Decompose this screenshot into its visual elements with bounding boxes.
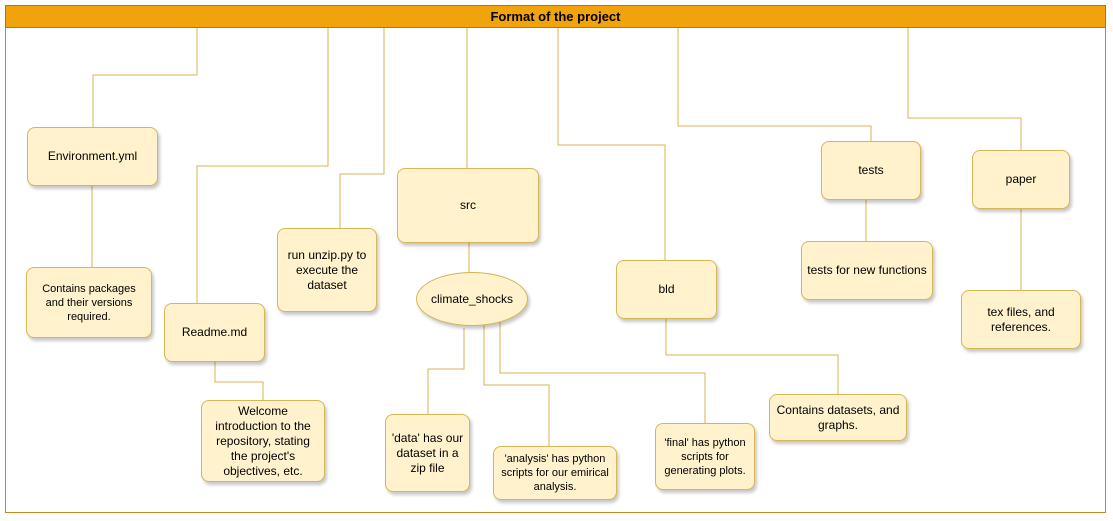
environment-yml-node: Environment.yml (27, 127, 158, 186)
edge-title-unzip (339, 28, 385, 228)
readme-description-node: Welcome introduction to the repository, … (201, 400, 325, 482)
tests-description-node: tests for new functions (801, 241, 933, 300)
diagram-title: Format of the project (5, 5, 1106, 28)
bld-description-node: Contains datasets, and graphs. (769, 394, 907, 441)
paper-description-node: tex files, and references. (961, 290, 1081, 349)
src-node: src (397, 168, 539, 243)
environment-description-node: Contains packages and their versions req… (26, 267, 152, 338)
edge-readme-desc (214, 362, 264, 400)
edge-title-tests (677, 28, 872, 141)
edge-title-readme (196, 28, 329, 303)
edge-climate-analysis (483, 325, 550, 446)
edge-title-environment (92, 28, 198, 127)
edge-bld-desc (665, 319, 839, 394)
edge-climate-data (427, 328, 465, 414)
bld-node: bld (616, 260, 717, 319)
tests-node: tests (821, 141, 921, 200)
edge-climate-final (499, 322, 706, 423)
unzip-node: run unzip.py to execute the dataset (277, 228, 377, 312)
edge-title-bld (557, 28, 666, 260)
readme-node: Readme.md (164, 303, 265, 362)
paper-node: paper (972, 150, 1070, 209)
final-folder-node: 'final' has python scripts for generatin… (655, 423, 755, 490)
analysis-folder-node: 'analysis' has python scripts for our em… (493, 446, 617, 500)
climate-shocks-node: climate_shocks (416, 272, 528, 326)
edge-title-paper (907, 28, 1022, 150)
data-folder-node: 'data' has our dataset in a zip file (385, 414, 470, 492)
